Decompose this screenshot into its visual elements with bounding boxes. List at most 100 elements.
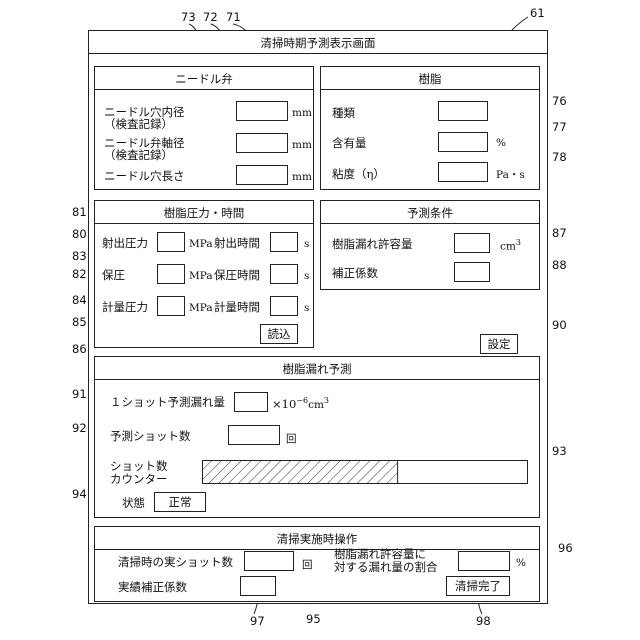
injection-time-label: 射出時間 <box>214 237 260 250</box>
ref-91: 91 <box>72 387 87 401</box>
resin-type-field[interactable] <box>438 101 488 121</box>
ref-84: 84 <box>72 293 87 307</box>
metering-pressure-field[interactable] <box>157 296 185 316</box>
resin-title-bar: 樹脂 <box>321 67 539 90</box>
leak-ratio-sublabel: 対する漏れ量の割合 <box>334 561 438 574</box>
ref-88: 88 <box>552 258 567 272</box>
ref-87: 87 <box>552 226 567 240</box>
cleaning-title: 清掃実施時操作 <box>95 531 539 547</box>
ref-95: 95 <box>306 612 321 626</box>
cleaning-complete-button[interactable]: 清掃完了 <box>446 576 510 596</box>
actual-shots-unit: 回 <box>302 557 313 572</box>
ref-72: 72 <box>203 10 218 24</box>
cleaning-title-bar: 清掃実施時操作 <box>95 527 539 550</box>
hold-pressure-field[interactable] <box>157 264 185 284</box>
ref-80: 80 <box>72 227 87 241</box>
prediction-conditions-title-bar: 予測条件 <box>321 201 539 224</box>
allowable-leak-field[interactable] <box>454 233 490 253</box>
load-button[interactable]: 読込 <box>260 324 298 344</box>
hold-pressure-label: 保圧 <box>102 269 125 282</box>
metering-time-field[interactable] <box>270 296 298 316</box>
hole-inner-diameter-unit: mm <box>292 107 312 119</box>
hold-time-unit: s <box>304 270 309 282</box>
injection-pressure-unit: MPa <box>189 238 213 250</box>
resin-content-unit: % <box>496 137 506 149</box>
leak-prediction-title-bar: 樹脂漏れ予測 <box>95 357 539 380</box>
actual-correction-label: 実績補正係数 <box>118 581 187 594</box>
per-shot-leak-field[interactable] <box>234 392 268 412</box>
resin-content-label: 含有量 <box>332 137 367 150</box>
shot-counter-bar <box>202 460 528 484</box>
metering-time-label: 計量時間 <box>214 301 260 314</box>
predicted-shots-label: 予測ショット数 <box>110 430 191 443</box>
injection-time-unit: s <box>304 238 309 250</box>
leak-ratio-unit: % <box>516 557 526 569</box>
screen-title: 清掃時期予測表示画面 <box>89 35 547 51</box>
predicted-shots-unit: 回 <box>286 431 297 446</box>
set-button[interactable]: 設定 <box>480 334 518 354</box>
hole-inner-diameter-field[interactable] <box>236 101 288 121</box>
resin-pressure-time-title-bar: 樹脂圧力・時間 <box>95 201 313 224</box>
ref-97: 97 <box>250 614 265 628</box>
resin-viscosity-label: 粘度（η） <box>332 168 385 181</box>
state-indicator: 正常 <box>154 492 206 512</box>
hole-length-field[interactable] <box>236 165 288 185</box>
ref-73: 73 <box>181 10 196 24</box>
title-divider <box>89 53 547 54</box>
ref-77: 77 <box>552 120 567 134</box>
ref-82: 82 <box>72 267 87 281</box>
injection-pressure-label: 射出圧力 <box>102 237 148 250</box>
shot-counter-fill-graphic <box>202 460 528 484</box>
allowable-leak-unit-exponent: 3 <box>516 238 521 247</box>
ref-61: 61 <box>530 6 545 20</box>
predicted-shots-field[interactable] <box>228 425 280 445</box>
per-shot-unit-exponent: −6 <box>296 396 308 405</box>
allowable-leak-label: 樹脂漏れ許容量 <box>332 238 413 251</box>
valve-shaft-diameter-sublabel: （検査記録） <box>104 149 173 162</box>
leak-ratio-field[interactable] <box>458 551 510 571</box>
actual-correction-field[interactable] <box>240 576 276 596</box>
resin-title: 樹脂 <box>321 71 539 87</box>
state-label: 状態 <box>122 497 145 510</box>
hold-time-field[interactable] <box>270 264 298 284</box>
hold-time-label: 保圧時間 <box>214 269 260 282</box>
metering-pressure-unit: MPa <box>189 302 213 314</box>
injection-time-field[interactable] <box>270 232 298 252</box>
resin-viscosity-unit: Pa・s <box>496 167 525 182</box>
ref-94: 94 <box>72 487 87 501</box>
per-shot-unit-prefix: ×10 <box>272 397 296 411</box>
prediction-conditions-title: 予測条件 <box>321 205 539 221</box>
actual-shots-field[interactable] <box>244 551 294 571</box>
resin-viscosity-field[interactable] <box>438 162 488 182</box>
resin-type-label: 種類 <box>332 107 355 120</box>
ref-76: 76 <box>552 94 567 108</box>
hole-length-label: ニードル穴長さ <box>104 170 185 183</box>
hold-pressure-unit: MPa <box>189 270 213 282</box>
ref-83: 83 <box>72 249 87 263</box>
metering-time-unit: s <box>304 302 309 314</box>
per-shot-leak-label: １ショット予測漏れ量 <box>110 396 225 409</box>
needle-valve-title: ニードル弁 <box>95 71 313 87</box>
shot-counter-sublabel: カウンター <box>110 473 168 486</box>
hole-length-unit: mm <box>292 171 312 183</box>
correction-factor-label: 補正係数 <box>332 267 378 280</box>
ref-85: 85 <box>72 315 87 329</box>
leak-prediction-title: 樹脂漏れ予測 <box>95 361 539 377</box>
allowable-leak-unit: cm3 <box>500 238 521 253</box>
actual-shots-label: 清掃時の実ショット数 <box>118 556 233 569</box>
ref-81: 81 <box>72 205 87 219</box>
ref-92: 92 <box>72 421 87 435</box>
shot-counter-fill <box>202 460 398 484</box>
ref-71: 71 <box>226 10 241 24</box>
resin-content-field[interactable] <box>438 132 488 152</box>
injection-pressure-field[interactable] <box>157 232 185 252</box>
ref-98: 98 <box>476 614 491 628</box>
valve-shaft-diameter-unit: mm <box>292 139 312 151</box>
per-shot-unit-cm: cm <box>308 399 324 411</box>
hole-inner-diameter-sublabel: （検査記録） <box>104 118 173 131</box>
ref-78: 78 <box>552 150 567 164</box>
correction-factor-field[interactable] <box>454 262 490 282</box>
leader-61 <box>512 17 528 30</box>
allowable-leak-unit-base: cm <box>500 241 516 253</box>
valve-shaft-diameter-field[interactable] <box>236 133 288 153</box>
